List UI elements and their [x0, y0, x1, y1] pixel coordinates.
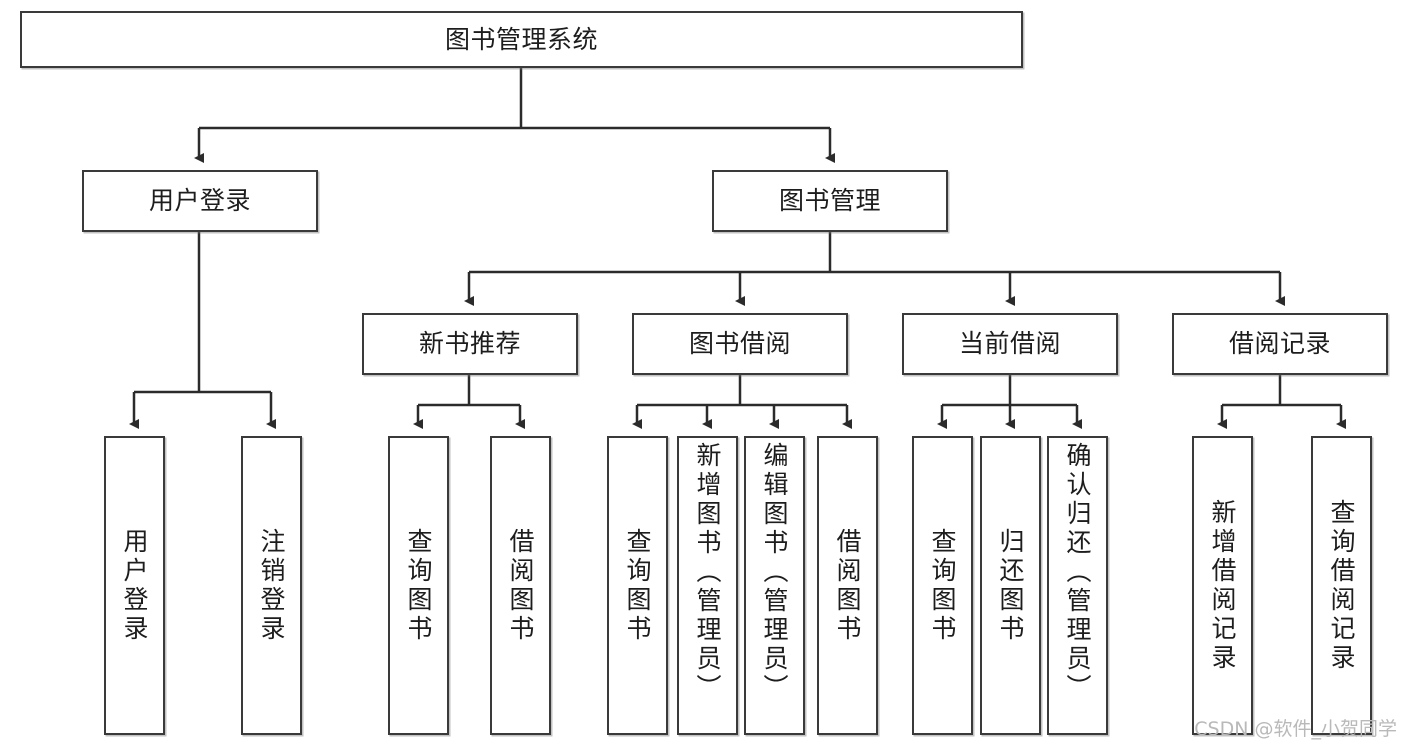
node-leaf-user-login-label: 用户登录: [120, 527, 149, 644]
node-leaf-query-book-2-label: 查询图书: [623, 527, 652, 644]
node-leaf-query-book-3-label: 查询图书: [928, 527, 957, 644]
node-leaf-borrow-book-1-label: 借阅图书: [506, 527, 535, 644]
node-book-management[interactable]: 图书管理: [712, 170, 948, 232]
node-leaf-borrow-book-2[interactable]: 借阅图书: [817, 436, 878, 735]
node-borrow-record[interactable]: 借阅记录: [1172, 313, 1388, 375]
node-leaf-query-record[interactable]: 查询借阅记录: [1311, 436, 1372, 735]
node-borrow-record-label: 借阅记录: [1228, 329, 1331, 359]
node-leaf-query-book-1-label: 查询图书: [404, 527, 433, 644]
node-leaf-confirm-return[interactable]: 确认归还（管理员）: [1047, 436, 1108, 735]
node-leaf-borrow-book-2-label: 借阅图书: [833, 527, 862, 644]
node-leaf-add-record[interactable]: 新增借阅记录: [1192, 436, 1253, 735]
node-new-book-recommend-label: 新书推荐: [418, 329, 521, 359]
node-root[interactable]: 图书管理系统: [20, 11, 1023, 68]
node-leaf-confirm-return-label: 确认归还（管理员）: [1063, 442, 1092, 703]
node-leaf-edit-book[interactable]: 编辑图书（管理员）: [744, 436, 805, 735]
node-current-borrow[interactable]: 当前借阅: [902, 313, 1118, 375]
node-leaf-edit-book-label: 编辑图书（管理员）: [760, 442, 789, 703]
node-new-book-recommend[interactable]: 新书推荐: [362, 313, 578, 375]
node-book-borrow-label: 图书借阅: [688, 329, 791, 359]
node-root-label: 图书管理系统: [444, 24, 598, 54]
node-leaf-query-record-label: 查询借阅记录: [1327, 498, 1356, 673]
node-current-borrow-label: 当前借阅: [958, 329, 1061, 359]
node-leaf-add-book[interactable]: 新增图书（管理员）: [677, 436, 738, 735]
node-leaf-logout-login-label: 注销登录: [257, 527, 286, 644]
node-book-borrow[interactable]: 图书借阅: [632, 313, 848, 375]
node-user-login[interactable]: 用户登录: [82, 170, 318, 232]
node-leaf-query-book-2[interactable]: 查询图书: [607, 436, 668, 735]
node-leaf-add-record-label: 新增借阅记录: [1208, 498, 1237, 673]
node-book-management-label: 图书管理: [778, 186, 881, 216]
node-leaf-query-book-3[interactable]: 查询图书: [912, 436, 973, 735]
node-leaf-borrow-book-1[interactable]: 借阅图书: [490, 436, 551, 735]
node-user-login-label: 用户登录: [148, 186, 251, 216]
node-leaf-query-book-1[interactable]: 查询图书: [388, 436, 449, 735]
node-leaf-return-book-label: 归还图书: [996, 527, 1025, 644]
node-leaf-user-login[interactable]: 用户登录: [104, 436, 165, 735]
node-leaf-return-book[interactable]: 归还图书: [980, 436, 1041, 735]
node-leaf-add-book-label: 新增图书（管理员）: [693, 442, 722, 703]
node-leaf-logout-login[interactable]: 注销登录: [241, 436, 302, 735]
